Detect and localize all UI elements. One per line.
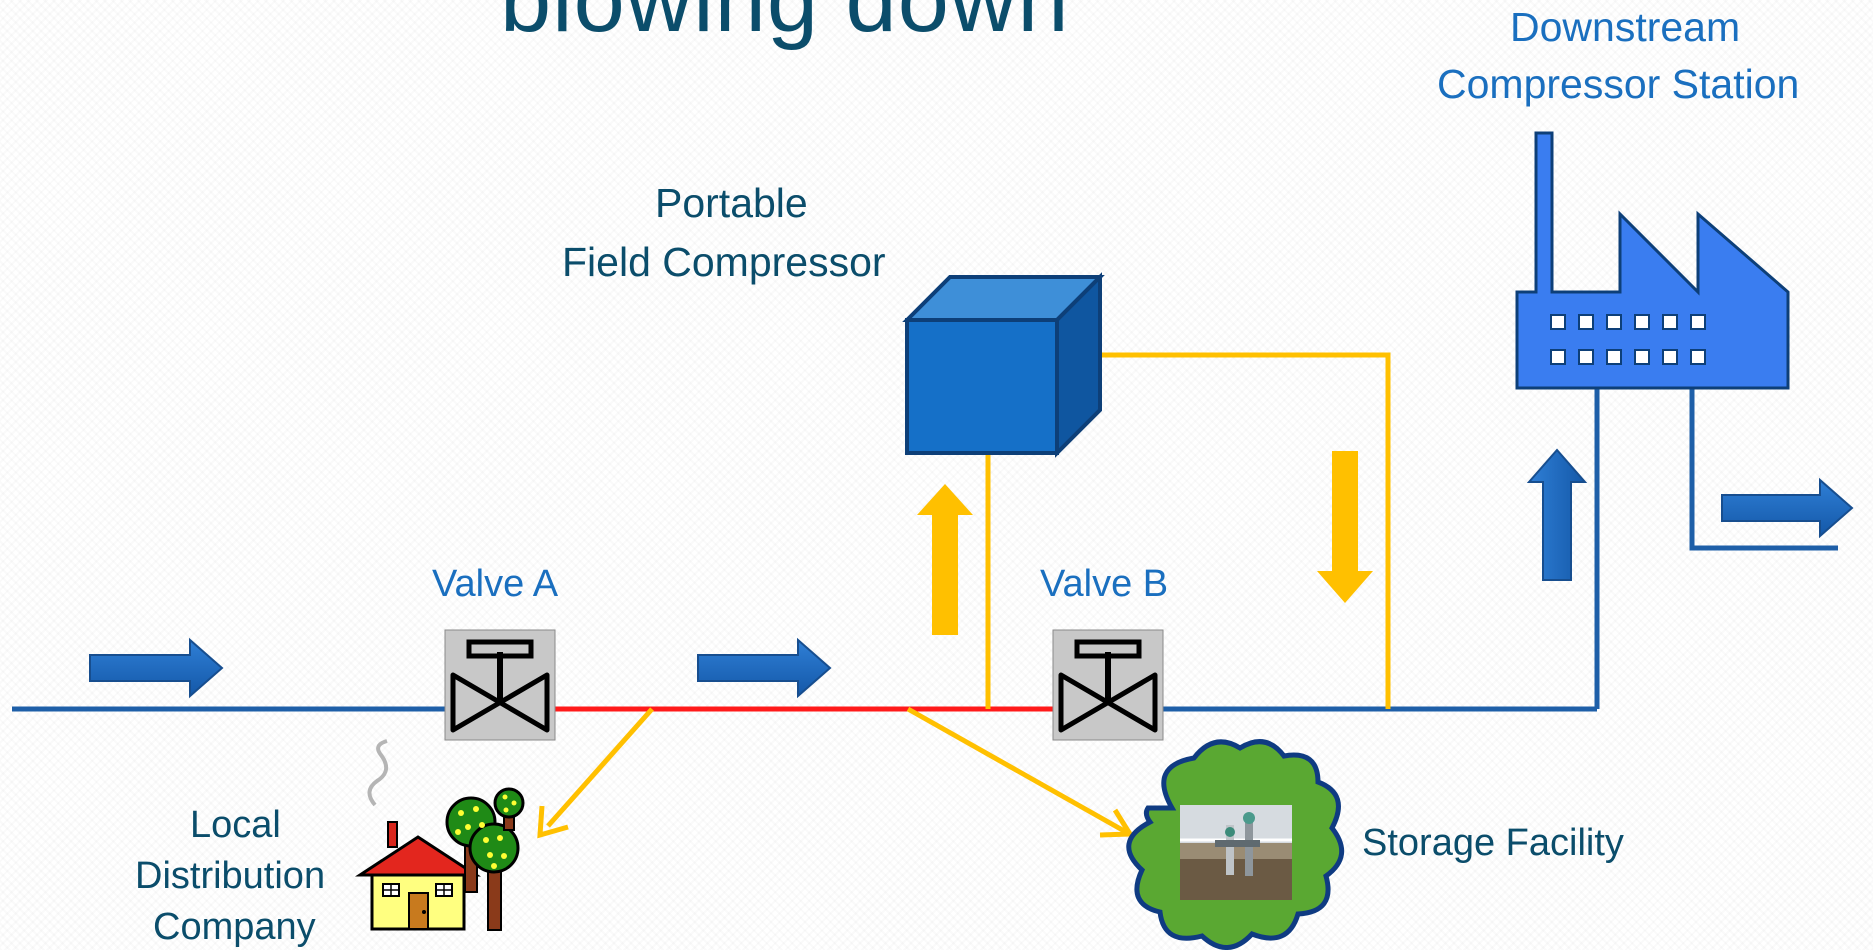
valve-b-label: Valve B: [1040, 563, 1169, 605]
tree-icon: [445, 787, 525, 931]
factory-icon: [1515, 131, 1790, 390]
cube-icon: [902, 272, 1105, 458]
flow-arrow-icon: [1721, 477, 1854, 539]
storage-photo: [1180, 805, 1292, 900]
local-distribution-label-3: Company: [153, 906, 316, 948]
local-distribution-label-2: Distribution: [135, 855, 326, 897]
arrow-to-storage: [906, 706, 1135, 838]
flow-arrow-down-yellow: [1317, 451, 1373, 603]
local-distribution-label-1: Local: [190, 804, 281, 846]
flow-arrow-icon: [697, 637, 832, 699]
pipeline-station-outlet: [1689, 385, 1838, 551]
flow-arrow-icon: [1526, 448, 1588, 581]
portable-compressor-label-2: Field Compressor: [562, 239, 886, 285]
flow-arrow-up-yellow: [917, 484, 973, 635]
downstream-compressor-label-1: Downstream: [1510, 4, 1741, 50]
storage-facility-label: Storage Facility: [1362, 822, 1624, 864]
portable-compressor-label-1: Portable: [655, 180, 808, 226]
bypass-discharge-line: [1100, 352, 1391, 709]
downstream-compressor-label-2: Compressor Station: [1437, 61, 1800, 107]
valve-a-label: Valve A: [432, 563, 559, 605]
arrow-to-ldc: [537, 707, 654, 839]
valve-a-icon[interactable]: [444, 629, 556, 741]
valve-b-icon[interactable]: [1052, 629, 1164, 741]
page-title: blowing down: [500, 0, 1070, 51]
house-icon: [354, 739, 482, 931]
flow-arrow-icon: [89, 637, 224, 699]
